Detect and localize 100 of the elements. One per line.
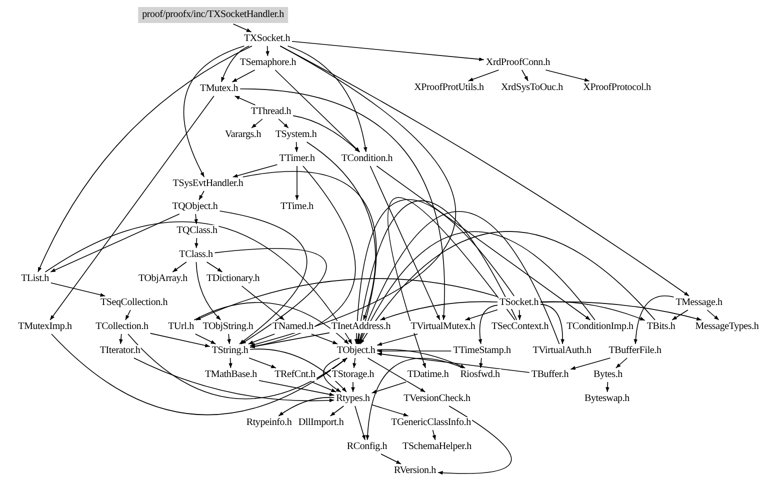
file-label: TSeqCollection.h	[99, 297, 169, 309]
include-arrow	[478, 304, 498, 344]
include-arrow	[358, 232, 596, 344]
include-arrow	[367, 358, 426, 392]
include-arrow	[278, 118, 289, 128]
file-label: TNamed.h	[272, 321, 314, 333]
include-arrow	[44, 222, 352, 344]
include-arrow	[248, 334, 275, 344]
include-arrow	[251, 118, 263, 128]
file-label: XrdSysToOuc.h	[500, 82, 564, 94]
include-arrow	[250, 332, 330, 348]
include-arrow	[194, 214, 198, 224]
include-arrow	[232, 164, 278, 178]
include-arrow	[432, 430, 436, 440]
include-arrow	[194, 238, 198, 248]
include-arrow	[540, 304, 564, 344]
include-arrow	[294, 142, 298, 152]
include-arrow	[232, 70, 256, 82]
include-arrow	[219, 210, 307, 344]
file-label: TDatime.h	[406, 369, 450, 381]
include-arrow	[295, 166, 299, 200]
include-arrow	[330, 406, 344, 416]
include-arrow	[540, 301, 702, 321]
file-label: Bytes.h	[592, 369, 624, 381]
file-label: TSocket.h	[498, 297, 540, 309]
include-arrow	[312, 382, 336, 392]
include-arrow	[522, 70, 528, 82]
include-arrow	[232, 24, 252, 32]
include-arrow	[376, 334, 418, 346]
file-label: TSchemaHelper.h	[402, 441, 472, 453]
include-arrow	[50, 96, 214, 320]
include-arrow	[50, 282, 106, 297]
include-arrow	[50, 214, 180, 272]
file-label: TInetAddress.h	[330, 321, 392, 333]
include-arrow	[464, 309, 498, 320]
include-arrow	[376, 166, 591, 320]
include-arrow	[214, 248, 326, 344]
include-arrow	[234, 96, 256, 106]
include-arrow	[616, 358, 628, 368]
include-arrow	[354, 406, 366, 440]
include-arrow	[370, 166, 440, 320]
include-arrow	[376, 349, 452, 353]
include-arrow	[371, 404, 409, 416]
include-arrow	[672, 310, 688, 320]
file-label: TVirtualMutex.h	[410, 321, 476, 333]
file-label: TTimeStamp.h	[452, 345, 512, 357]
file-label: TStorage.h	[330, 369, 376, 381]
file-label: TSysEvtHandler.h	[172, 178, 244, 190]
include-arrow	[184, 46, 245, 178]
include-arrow	[438, 406, 512, 475]
include-arrow	[227, 334, 231, 344]
include-arrow	[570, 358, 611, 370]
file-label: TSystem.h	[274, 129, 318, 141]
include-arrow	[194, 302, 350, 344]
file-label: TDictionary.h	[205, 273, 261, 285]
include-arrow	[360, 231, 656, 344]
include-arrow	[196, 262, 222, 320]
include-arrow	[352, 358, 356, 368]
include-arrow	[371, 382, 406, 394]
include-arrow	[228, 358, 232, 368]
include-arrow	[51, 334, 348, 415]
include-arrow	[351, 382, 355, 392]
file-label: MessageTypes.h	[694, 321, 760, 333]
file-label: DllImport.h	[297, 417, 345, 429]
file-label: TMutexImp.h	[17, 321, 73, 333]
file-label: TQObject.h	[171, 201, 219, 213]
include-arrow	[240, 88, 446, 320]
include-arrow	[545, 70, 590, 82]
include-arrow	[287, 46, 368, 152]
include-arrow	[198, 190, 204, 200]
include-arrow	[706, 310, 720, 320]
include-arrow	[634, 296, 674, 344]
include-arrow	[388, 198, 516, 368]
include-arrow	[292, 115, 360, 152]
include-arrow	[366, 358, 464, 440]
include-arrow	[356, 334, 360, 344]
include-arrow	[306, 142, 376, 320]
file-label: TObjArray.h	[138, 273, 188, 285]
include-arrow	[278, 397, 335, 416]
include-arrow	[606, 382, 610, 392]
file-label: TSemaphore.h	[238, 57, 298, 69]
file-label: Rtypeinfo.h	[245, 417, 293, 429]
include-arrow	[274, 70, 360, 152]
include-arrow	[134, 358, 335, 402]
include-arrow	[376, 349, 466, 368]
include-arrow	[128, 334, 348, 400]
file-label: Varargs.h	[224, 129, 262, 141]
file-box: proof/proofx/inc/TXSocketHandler.h	[138, 7, 288, 23]
include-arrow	[311, 334, 338, 344]
file-label: Byteswap.h	[584, 393, 630, 405]
include-arrow	[194, 334, 216, 344]
include-arrow	[119, 334, 123, 344]
include-arrow	[468, 70, 500, 82]
include-arrow	[172, 262, 187, 272]
include-arrow	[150, 332, 210, 348]
include-arrow	[38, 46, 252, 272]
include-arrow	[250, 166, 356, 348]
include-arrow	[248, 358, 276, 368]
file-label: TObject.h	[336, 345, 376, 357]
include-arrow	[266, 46, 270, 56]
